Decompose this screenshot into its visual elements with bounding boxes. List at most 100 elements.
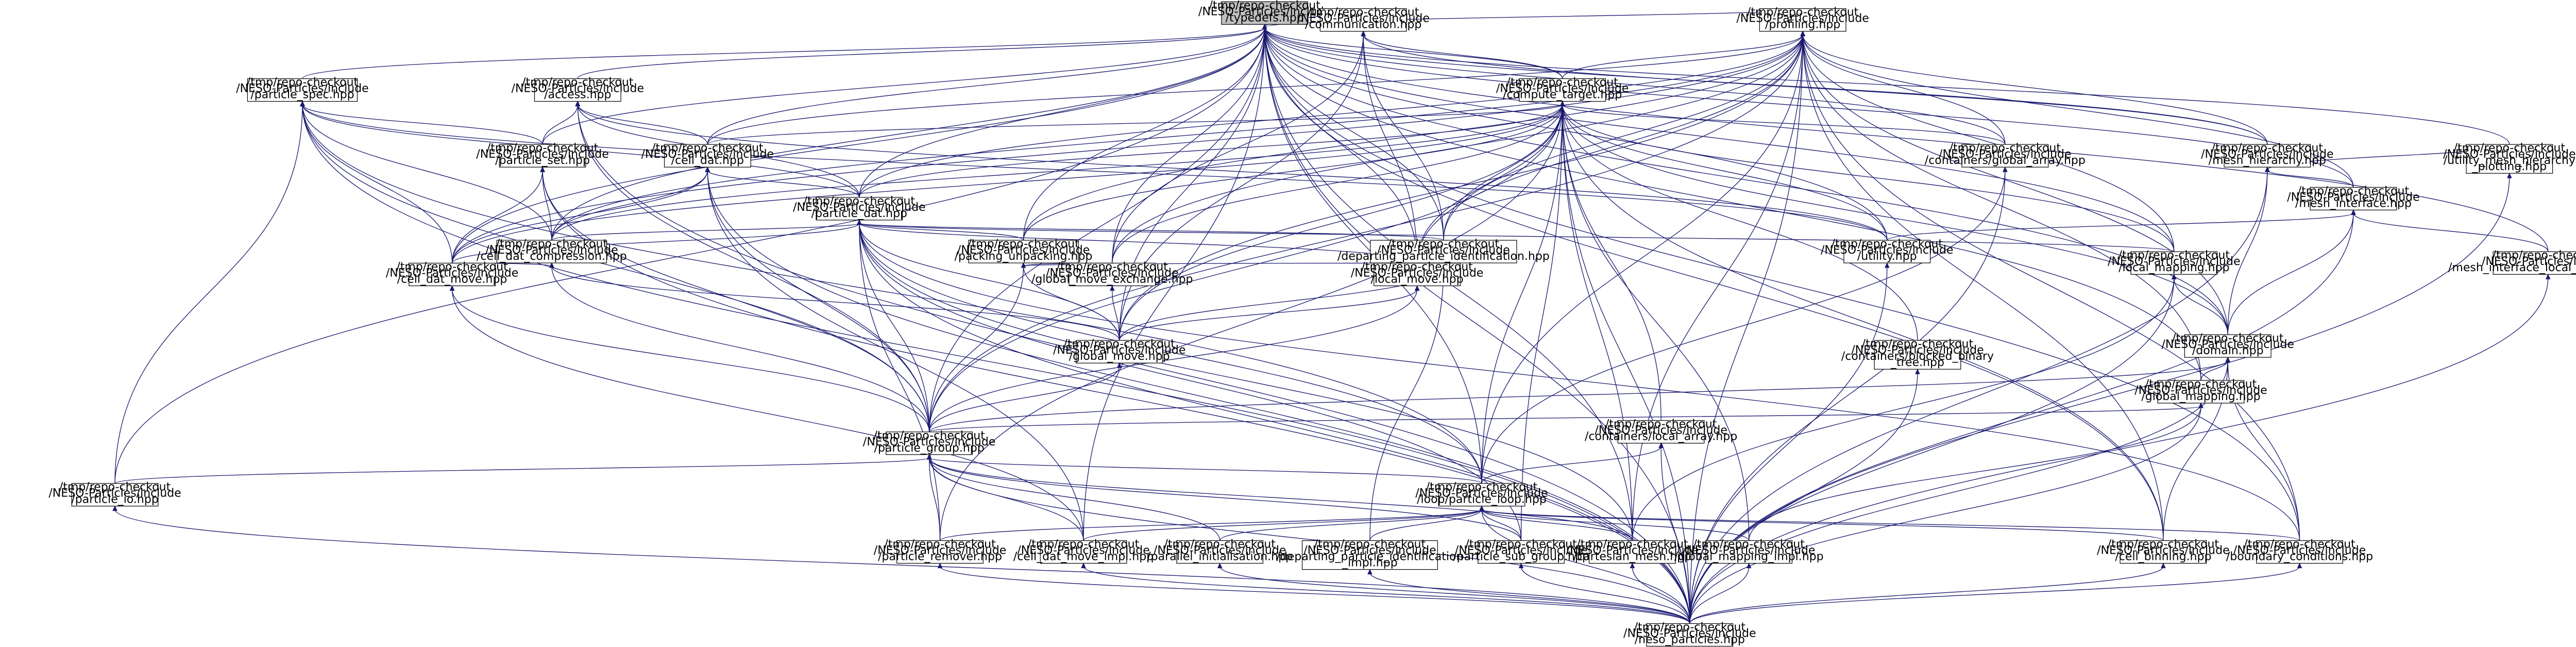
graph-node[interactable]: /tmp/repo-checkout/NESO-Particles/includ… [1013,538,1154,564]
graph-node[interactable]: /tmp/repo-checkout/NESO-Particles/includ… [2448,249,2576,275]
node-box[interactable] [1519,78,1606,102]
node-box[interactable] [409,262,496,287]
graph-node[interactable]: /tmp/repo-checkout/NESO-Particles/includ… [512,76,644,102]
dependency-edge [2227,170,2268,335]
graph-node[interactable]: /tmp/repo-checkout/NESO-Particles/includ… [1623,621,1756,647]
graph-node[interactable]: /tmp/repo-checkout/NESO-Particles/includ… [2226,538,2373,564]
graph-node[interactable]: /tmp/repo-checkout/NESO-Particles/includ… [1198,0,1331,25]
graph-node[interactable]: /tmp/repo-checkout/NESO-Particles/includ… [1053,338,1185,363]
node-box[interactable] [2184,334,2272,358]
node-box[interactable] [816,197,903,221]
dependency-edge [928,27,1265,432]
node-box[interactable] [1040,540,1127,564]
dependency-edge [1369,572,1690,624]
graph-node[interactable]: /tmp/repo-checkout/NESO-Particles/includ… [2161,332,2294,358]
graph-node[interactable]: /tmp/repo-checkout/NESO-Particles/includ… [2201,142,2334,168]
node-box[interactable] [2224,144,2311,168]
graph-node[interactable]: /tmp/repo-checkout/NESO-Particles/includ… [641,142,774,168]
node-box[interactable] [968,240,1079,263]
node-box[interactable] [896,540,984,564]
graph-node[interactable]: /tmp/repo-checkout/NESO-Particles/includ… [2108,249,2241,275]
dependency-edge [928,457,1482,484]
graph-node[interactable]: /tmp/repo-checkout/NESO-Particles/includ… [1415,481,1548,507]
node-box[interactable] [1438,483,1526,507]
node-label-line: /tmp/repo-checkout [496,238,608,251]
node-box[interactable] [1319,8,1407,32]
node-box[interactable] [1301,540,1438,570]
node-box[interactable] [886,432,973,455]
graph-node[interactable]: /tmp/repo-checkout/NESO-Particles/includ… [476,142,609,168]
node-label-line: /tmp/repo-checkout [487,142,599,155]
graph-node[interactable]: /tmp/repo-checkout/NESO-Particles/includ… [1147,538,1293,564]
graph-node[interactable]: /tmp/repo-checkout/NESO-Particles/includ… [386,260,518,287]
root-node-box[interactable] [1221,1,1309,25]
graph-node[interactable]: /tmp/repo-checkout/NESO-Particles/includ… [1821,238,1953,263]
node-box[interactable] [1843,240,1931,263]
node-box[interactable] [71,483,159,507]
node-box[interactable] [247,78,358,102]
node-box[interactable] [1705,540,1793,564]
graph-node[interactable]: /tmp/repo-checkout/NESO-Particles/includ… [1351,260,1483,287]
dependency-edge [114,509,1690,624]
node-label-line: /NESO-Particles/include [1415,487,1548,500]
graph-node[interactable]: /tmp/repo-checkout/NESO-Particles/includ… [1585,418,1737,444]
node-box[interactable] [2157,380,2245,404]
graph-node[interactable]: /tmp/repo-checkout/NESO-Particles/includ… [2097,538,2230,564]
node-box[interactable] [2493,251,2576,275]
node-box[interactable] [1759,8,1846,32]
node-box[interactable] [1076,340,1163,363]
graph-node[interactable]: /tmp/repo-checkout/NESO-Particles/includ… [236,76,369,102]
graph-node[interactable]: /tmp/repo-checkout/NESO-Particles/includ… [793,195,926,221]
graph-node[interactable]: /tmp/repo-checkout/NESO-Particles/includ… [1297,6,1430,32]
node-box[interactable] [1874,340,1961,370]
graph-node[interactable]: /tmp/repo-checkout/NESO-Particles/includ… [1674,538,1824,564]
graph-node[interactable]: /tmp/repo-checkout/NESO-Particles/includ… [1566,538,1699,564]
node-box[interactable] [1588,540,1676,564]
graph-node[interactable]: /tmp/repo-checkout/NESO-Particles/includ… [1031,260,1193,287]
dependency-edge [542,170,1690,624]
graph-node[interactable]: /tmp/repo-checkout/NESO-Particles/includ… [2287,185,2420,211]
edge-arrowhead [1109,285,1115,291]
graph-node[interactable]: /tmp/repo-checkout/NESO-Particles/includ… [477,238,627,263]
graph-node[interactable]: /tmp/repo-checkout/NESO-Particles/includ… [1841,338,1994,370]
dependency-edge [859,223,941,541]
node-box[interactable] [1646,623,1734,647]
graph-node[interactable]: /tmp/repo-checkout/NESO-Particles/includ… [955,238,1093,263]
node-box[interactable] [499,144,586,168]
node-box[interactable] [1478,540,1565,564]
graph-node[interactable]: /tmp/repo-checkout/NESO-Particles/includ… [1337,238,1550,263]
graph-node[interactable]: /tmp/repo-checkout/NESO-Particles/includ… [1453,538,1589,564]
node-box[interactable] [2466,144,2553,174]
node-label-line: /NESO-Particles/include [1303,544,1436,557]
edge-arrowhead [1116,362,1122,368]
node-box[interactable] [1069,262,1156,287]
node-box[interactable] [2130,251,2218,275]
graph-node[interactable]: /tmp/repo-checkout/NESO-Particles/includ… [2443,142,2576,174]
dependency-edge [859,223,1418,263]
node-box[interactable] [1961,144,2049,168]
node-box[interactable] [2120,540,2207,564]
graph-node[interactable]: /tmp/repo-checkout/NESO-Particles/includ… [48,481,181,507]
graph-node[interactable]: /tmp/repo-checkout/NESO-Particles/includ… [2134,378,2267,404]
graph-node[interactable]: /tmp/repo-checkout/NESO-Particles/includ… [1925,142,2086,168]
node-box[interactable] [664,144,751,168]
node-label-line: /tmp/repo-checkout [522,76,634,89]
node-label-line: /NESO-Particles/include [874,544,1006,557]
graph-node[interactable]: /tmp/repo-checkout/NESO-Particles/includ… [874,538,1006,564]
node-label-line: /tmp/repo-checkout [873,429,985,442]
node-box[interactable] [496,240,607,263]
node-box[interactable] [2310,187,2397,211]
graph-node[interactable]: /tmp/repo-checkout/NESO-Particles/includ… [1496,76,1629,102]
node-box[interactable] [534,78,621,102]
dependency-edge [1264,27,1888,241]
node-box[interactable] [2256,540,2343,564]
dependency-edge [1689,170,2006,624]
node-box[interactable] [1176,540,1264,564]
node-box[interactable] [1370,240,1517,263]
node-box[interactable] [1374,262,1461,287]
graph-node[interactable]: /tmp/repo-checkout/NESO-Particles/includ… [1736,6,1869,32]
dependency-edge [1481,34,1803,484]
node-box[interactable] [1617,420,1705,444]
graph-node[interactable]: /tmp/repo-checkout/NESO-Particles/includ… [1276,538,1463,570]
graph-node[interactable]: /tmp/repo-checkout/NESO-Particles/includ… [863,429,995,455]
